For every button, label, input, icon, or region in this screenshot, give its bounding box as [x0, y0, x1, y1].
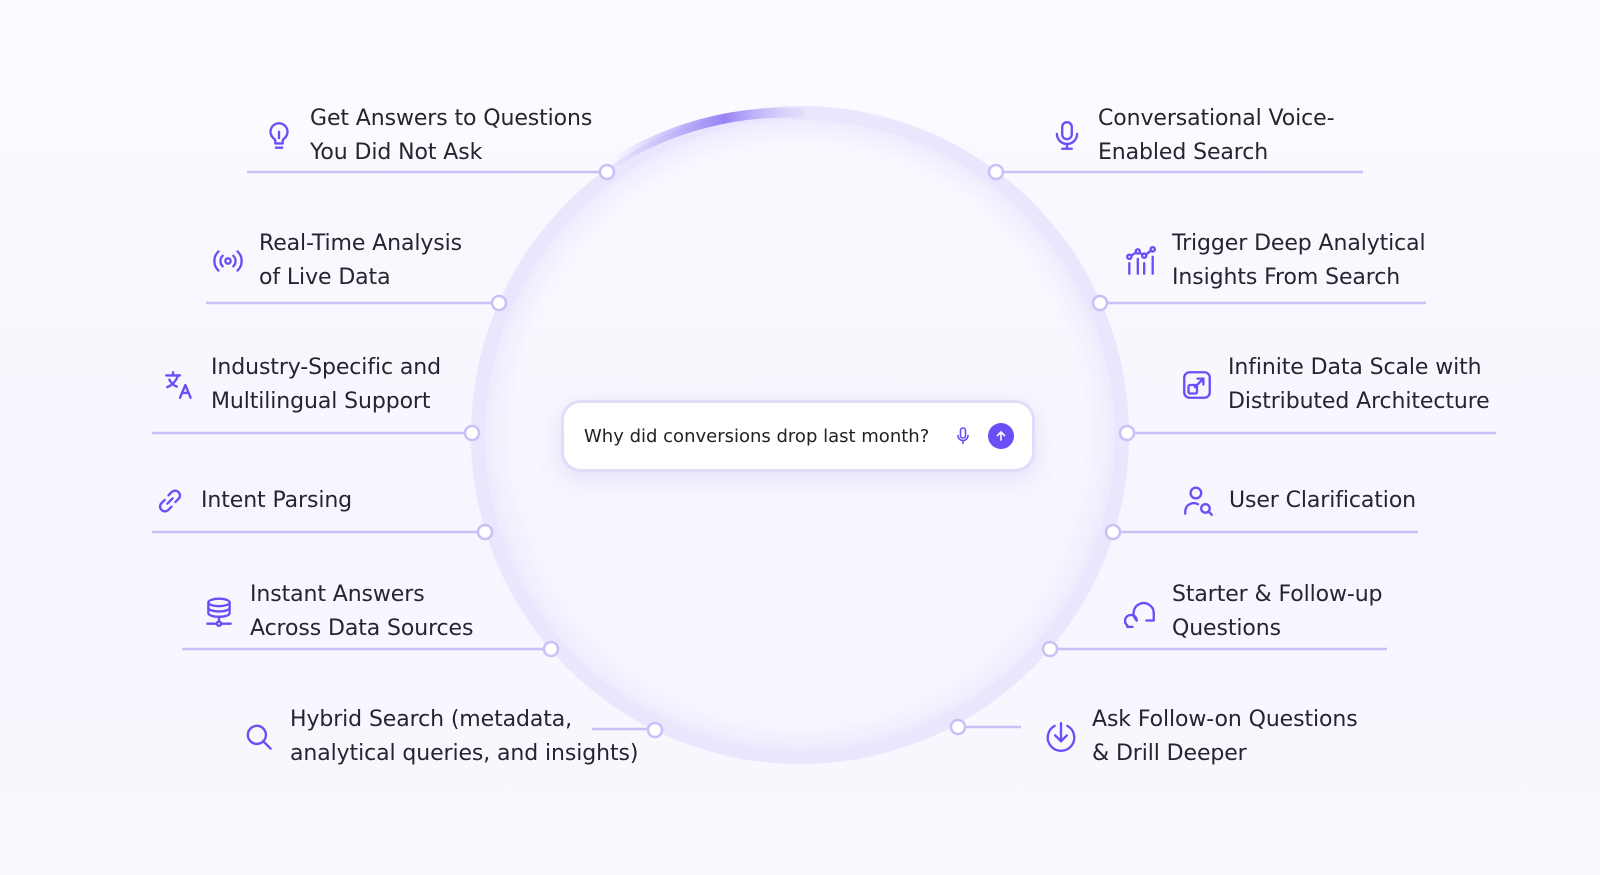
feature-label-line: Real-Time Analysis	[259, 231, 463, 256]
search-query[interactable]: Why did conversions drop last month?	[584, 425, 930, 447]
feature-label-line: Get Answers to Questions	[310, 106, 593, 131]
feature-label-line: Conversational Voice-	[1098, 106, 1335, 131]
feature-label: Real-Time Analysis of Live Data	[259, 227, 462, 295]
feature-label: Ask Follow-on Questions & Drill Deeper	[1092, 703, 1358, 771]
feature-left-4: Intent Parsing	[153, 484, 352, 518]
connector-dot	[646, 721, 664, 739]
feature-label-line: Enabled Search	[1098, 140, 1269, 165]
connector-dot	[1041, 640, 1059, 658]
download-circle-icon	[1044, 720, 1078, 754]
translate-icon	[163, 368, 197, 402]
feature-label-line: Hybrid Search (metadata,	[290, 707, 573, 732]
feature-label-line: Intent Parsing	[201, 488, 353, 513]
connector-dot	[490, 294, 508, 312]
feature-label-line: Starter & Follow-up	[1172, 582, 1383, 607]
feature-label-line: Across Data Sources	[250, 616, 474, 641]
broadcast-icon	[211, 244, 245, 278]
feature-label-line: analytical queries, and insights)	[290, 741, 639, 766]
connector-dot	[542, 640, 560, 658]
feature-label-line: Questions	[1172, 616, 1281, 641]
user-search-icon	[1181, 484, 1215, 518]
search-icon	[242, 720, 276, 754]
connector-dot	[1118, 424, 1136, 442]
connector-dot	[1104, 523, 1122, 541]
feature-label: Intent Parsing	[201, 484, 352, 518]
feature-label-line: Multilingual Support	[211, 389, 431, 414]
connector-dot	[463, 424, 481, 442]
ring-highlight-arc	[605, 107, 805, 170]
connector-dot	[987, 163, 1005, 181]
feature-label-line: Ask Follow-on Questions	[1092, 707, 1358, 732]
feature-label-line: Insights From Search	[1172, 265, 1401, 290]
connector-lines	[152, 163, 1496, 739]
feature-label-line: Instant Answers	[250, 582, 425, 607]
feature-right-4: User Clarification	[1181, 484, 1416, 518]
link-icon	[153, 484, 187, 518]
feature-label: User Clarification	[1229, 484, 1416, 518]
feature-label-line: Industry-Specific and	[211, 355, 441, 380]
database-icon	[202, 595, 236, 629]
arrow-up-icon	[996, 431, 1006, 441]
analytics-icon	[1124, 244, 1158, 278]
feature-label: Conversational Voice- Enabled Search	[1098, 102, 1335, 170]
feature-label-line: & Drill Deeper	[1092, 741, 1247, 766]
mic-icon[interactable]	[952, 425, 974, 447]
feature-label-line: of Live Data	[259, 265, 391, 290]
connector-dot	[598, 163, 616, 181]
feature-label-line: Distributed Architecture	[1228, 389, 1490, 414]
connector-dot	[1091, 294, 1109, 312]
lightbulb-icon	[262, 119, 296, 153]
connector-dot	[476, 523, 494, 541]
feature-label-line: User Clarification	[1229, 488, 1417, 513]
feature-right-6: Ask Follow-on Questions & Drill Deeper	[1044, 703, 1358, 771]
microphone-icon	[1050, 119, 1084, 153]
feature-label: Hybrid Search (metadata, analytical queri…	[290, 703, 638, 771]
search-bar[interactable]: Why did conversions drop last month?	[561, 400, 1035, 472]
feature-label-line: You Did Not Ask	[310, 140, 483, 165]
send-button[interactable]	[988, 423, 1014, 449]
feature-label-line: Trigger Deep Analytical	[1172, 231, 1426, 256]
feature-left-6: Hybrid Search (metadata, analytical queri…	[242, 703, 638, 771]
feature-label-line: Infinite Data Scale with	[1228, 355, 1482, 380]
feature-right-1: Conversational Voice- Enabled Search	[1050, 102, 1335, 170]
external-link-icon	[1180, 368, 1214, 402]
feature-left-2: Real-Time Analysis of Live Data	[211, 227, 462, 295]
chat-bubbles-icon	[1124, 595, 1158, 629]
connector-dot	[949, 718, 967, 736]
